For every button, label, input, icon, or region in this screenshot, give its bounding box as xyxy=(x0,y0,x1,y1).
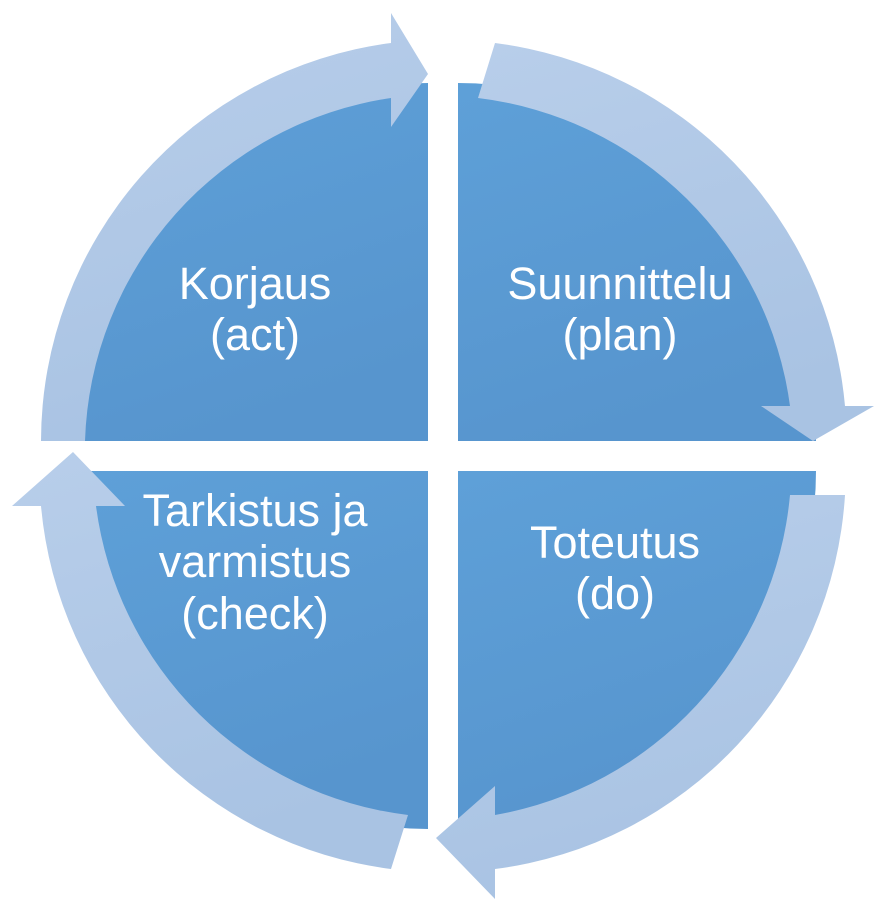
arrow-act-to-plan xyxy=(41,13,428,441)
quadrant-check-wedge xyxy=(70,471,428,829)
quadrant-do-wedge xyxy=(458,471,816,829)
arrow-check-to-act xyxy=(12,452,408,869)
quadrant-plan-wedge xyxy=(458,83,816,441)
arrow-plan-to-do xyxy=(478,43,874,441)
arrow-do-to-check xyxy=(436,495,845,899)
quadrant-act-wedge xyxy=(70,83,428,441)
